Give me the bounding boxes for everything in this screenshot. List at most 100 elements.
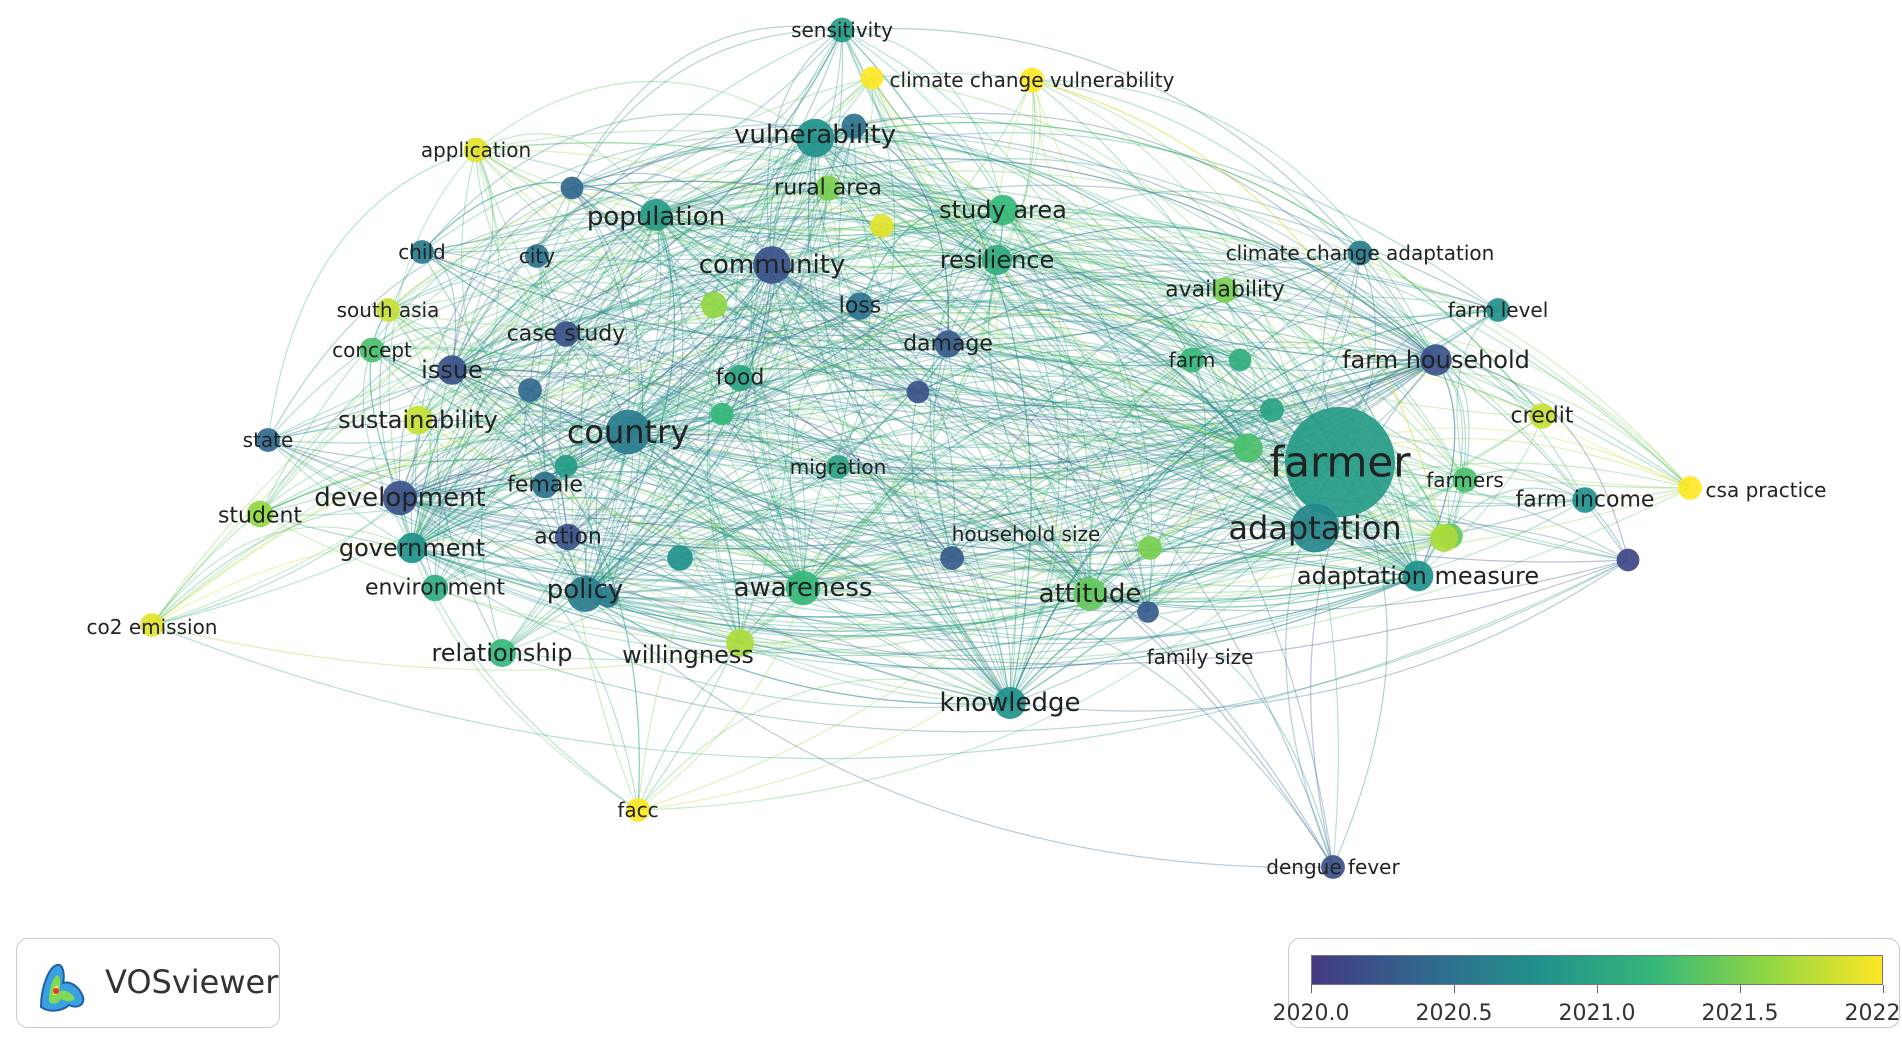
node-unlabeled[interactable] — [1430, 524, 1458, 552]
node-adaptation[interactable] — [1290, 503, 1340, 553]
node-unlabeled[interactable] — [700, 291, 728, 319]
node-vulnerability[interactable] — [795, 118, 835, 158]
edge — [713, 187, 829, 306]
node-unlabeled[interactable] — [841, 113, 867, 139]
node-dengue-fever[interactable] — [1321, 855, 1345, 879]
edge — [571, 172, 773, 266]
node-case-study[interactable] — [553, 321, 579, 347]
node-loss[interactable] — [846, 292, 874, 320]
node-resilience[interactable] — [981, 244, 1013, 276]
node-unlabeled[interactable] — [870, 214, 894, 238]
node-damage[interactable] — [934, 330, 962, 358]
edge — [655, 209, 1004, 237]
edge — [584, 29, 844, 595]
edge — [387, 180, 883, 311]
node-availability[interactable] — [1212, 277, 1238, 303]
edge — [434, 587, 1091, 654]
edge — [1009, 553, 1419, 704]
node-unlabeled[interactable] — [860, 66, 884, 90]
node-knowledge[interactable] — [994, 687, 1026, 719]
node-food[interactable] — [726, 364, 754, 392]
color-scale-tick — [1597, 985, 1598, 993]
edge — [421, 113, 816, 253]
node-rural-area[interactable] — [815, 175, 841, 201]
node-community[interactable] — [753, 246, 791, 284]
node-action[interactable] — [554, 523, 582, 551]
edge — [451, 124, 855, 371]
node-unlabeled[interactable] — [597, 586, 619, 608]
node-unlabeled[interactable] — [1616, 548, 1640, 572]
label-action: action — [534, 525, 602, 550]
edge — [451, 308, 1316, 529]
node-unlabeled[interactable] — [560, 176, 584, 200]
edge — [371, 168, 1004, 351]
node-city[interactable] — [525, 244, 549, 268]
node-unlabeled[interactable] — [667, 545, 693, 571]
node-concept[interactable] — [359, 337, 385, 363]
node-farm-household[interactable] — [1420, 344, 1452, 376]
node-adaptation-measure[interactable] — [1402, 560, 1434, 592]
edge — [481, 389, 531, 654]
edge — [996, 79, 1041, 261]
node-environment[interactable] — [421, 574, 449, 602]
edge — [637, 527, 1316, 811]
node-unlabeled[interactable] — [906, 380, 930, 404]
edge — [739, 642, 1011, 704]
node-relationship[interactable] — [488, 639, 516, 667]
edge — [584, 252, 1361, 595]
node-south-asia[interactable] — [376, 298, 400, 322]
node-sustainability[interactable] — [403, 405, 433, 435]
node-female[interactable] — [531, 471, 559, 499]
node-issue[interactable] — [437, 355, 467, 385]
edge — [739, 77, 874, 379]
node-migration[interactable] — [826, 455, 850, 479]
node-farm-level[interactable] — [1486, 298, 1510, 322]
label-government: government — [339, 534, 485, 562]
node-country[interactable] — [605, 409, 651, 455]
node-population[interactable] — [640, 199, 672, 231]
node-unlabeled[interactable] — [1260, 398, 1284, 422]
edge — [411, 497, 804, 589]
node-facc[interactable] — [626, 798, 650, 822]
edge — [1224, 289, 1419, 577]
node-development[interactable] — [382, 480, 418, 516]
node-farm[interactable] — [1179, 347, 1205, 373]
edge — [996, 226, 1437, 361]
node-csa-practice[interactable] — [1678, 476, 1702, 500]
edge — [996, 259, 1060, 704]
node-unlabeled[interactable] — [1233, 433, 1263, 463]
node-application[interactable] — [463, 137, 489, 163]
edge — [451, 317, 741, 379]
node-awareness[interactable] — [785, 570, 821, 606]
edge — [571, 187, 1273, 413]
edge — [627, 431, 741, 644]
node-sensitivity[interactable] — [829, 17, 855, 43]
edge — [827, 174, 998, 261]
node-policy[interactable] — [567, 576, 603, 612]
node-study-area[interactable] — [987, 194, 1019, 226]
node-unlabeled[interactable] — [1228, 348, 1252, 372]
node-farm-income[interactable] — [1572, 487, 1598, 513]
node-farmer[interactable] — [1285, 407, 1395, 517]
node-farmers[interactable] — [1452, 467, 1478, 493]
node-unlabeled[interactable] — [554, 454, 578, 478]
node-state[interactable] — [256, 428, 280, 452]
node-climate-change-vulnerability[interactable] — [1019, 67, 1045, 93]
edge — [996, 224, 1226, 291]
node-willingness[interactable] — [726, 629, 754, 657]
node-credit[interactable] — [1529, 403, 1555, 429]
node-unlabeled[interactable] — [518, 378, 542, 402]
node-unlabeled[interactable] — [1137, 601, 1159, 623]
color-scale-tick-label: 2021.5 — [1701, 1001, 1779, 1026]
node-attitude[interactable] — [1073, 577, 1107, 611]
node-household-size[interactable] — [940, 546, 964, 570]
node-co2-emission[interactable] — [140, 613, 164, 637]
node-student[interactable] — [246, 500, 274, 528]
node-unlabeled[interactable] — [710, 402, 734, 426]
node-government[interactable] — [396, 532, 428, 564]
node-family-size[interactable] — [1138, 536, 1162, 560]
node-climate-change-adaptation[interactable] — [1347, 240, 1373, 266]
edge — [567, 536, 1419, 645]
node-child[interactable] — [410, 240, 434, 264]
edge — [827, 187, 1091, 595]
